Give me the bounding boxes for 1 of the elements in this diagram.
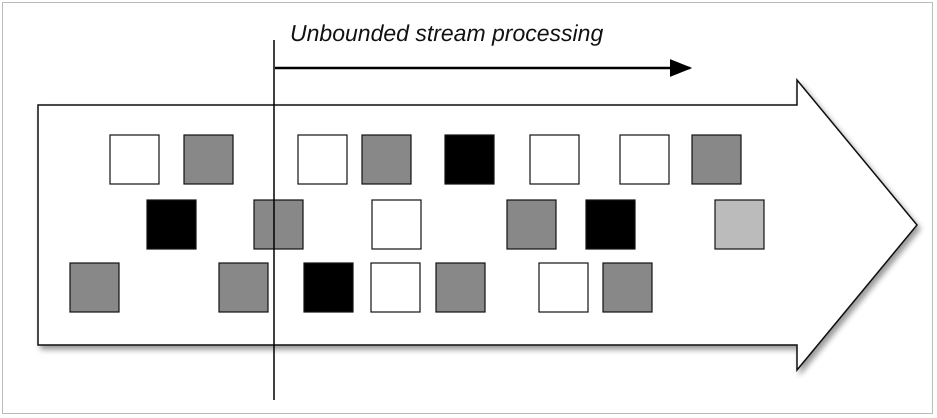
stream-title: Unbounded stream processing xyxy=(290,20,604,47)
